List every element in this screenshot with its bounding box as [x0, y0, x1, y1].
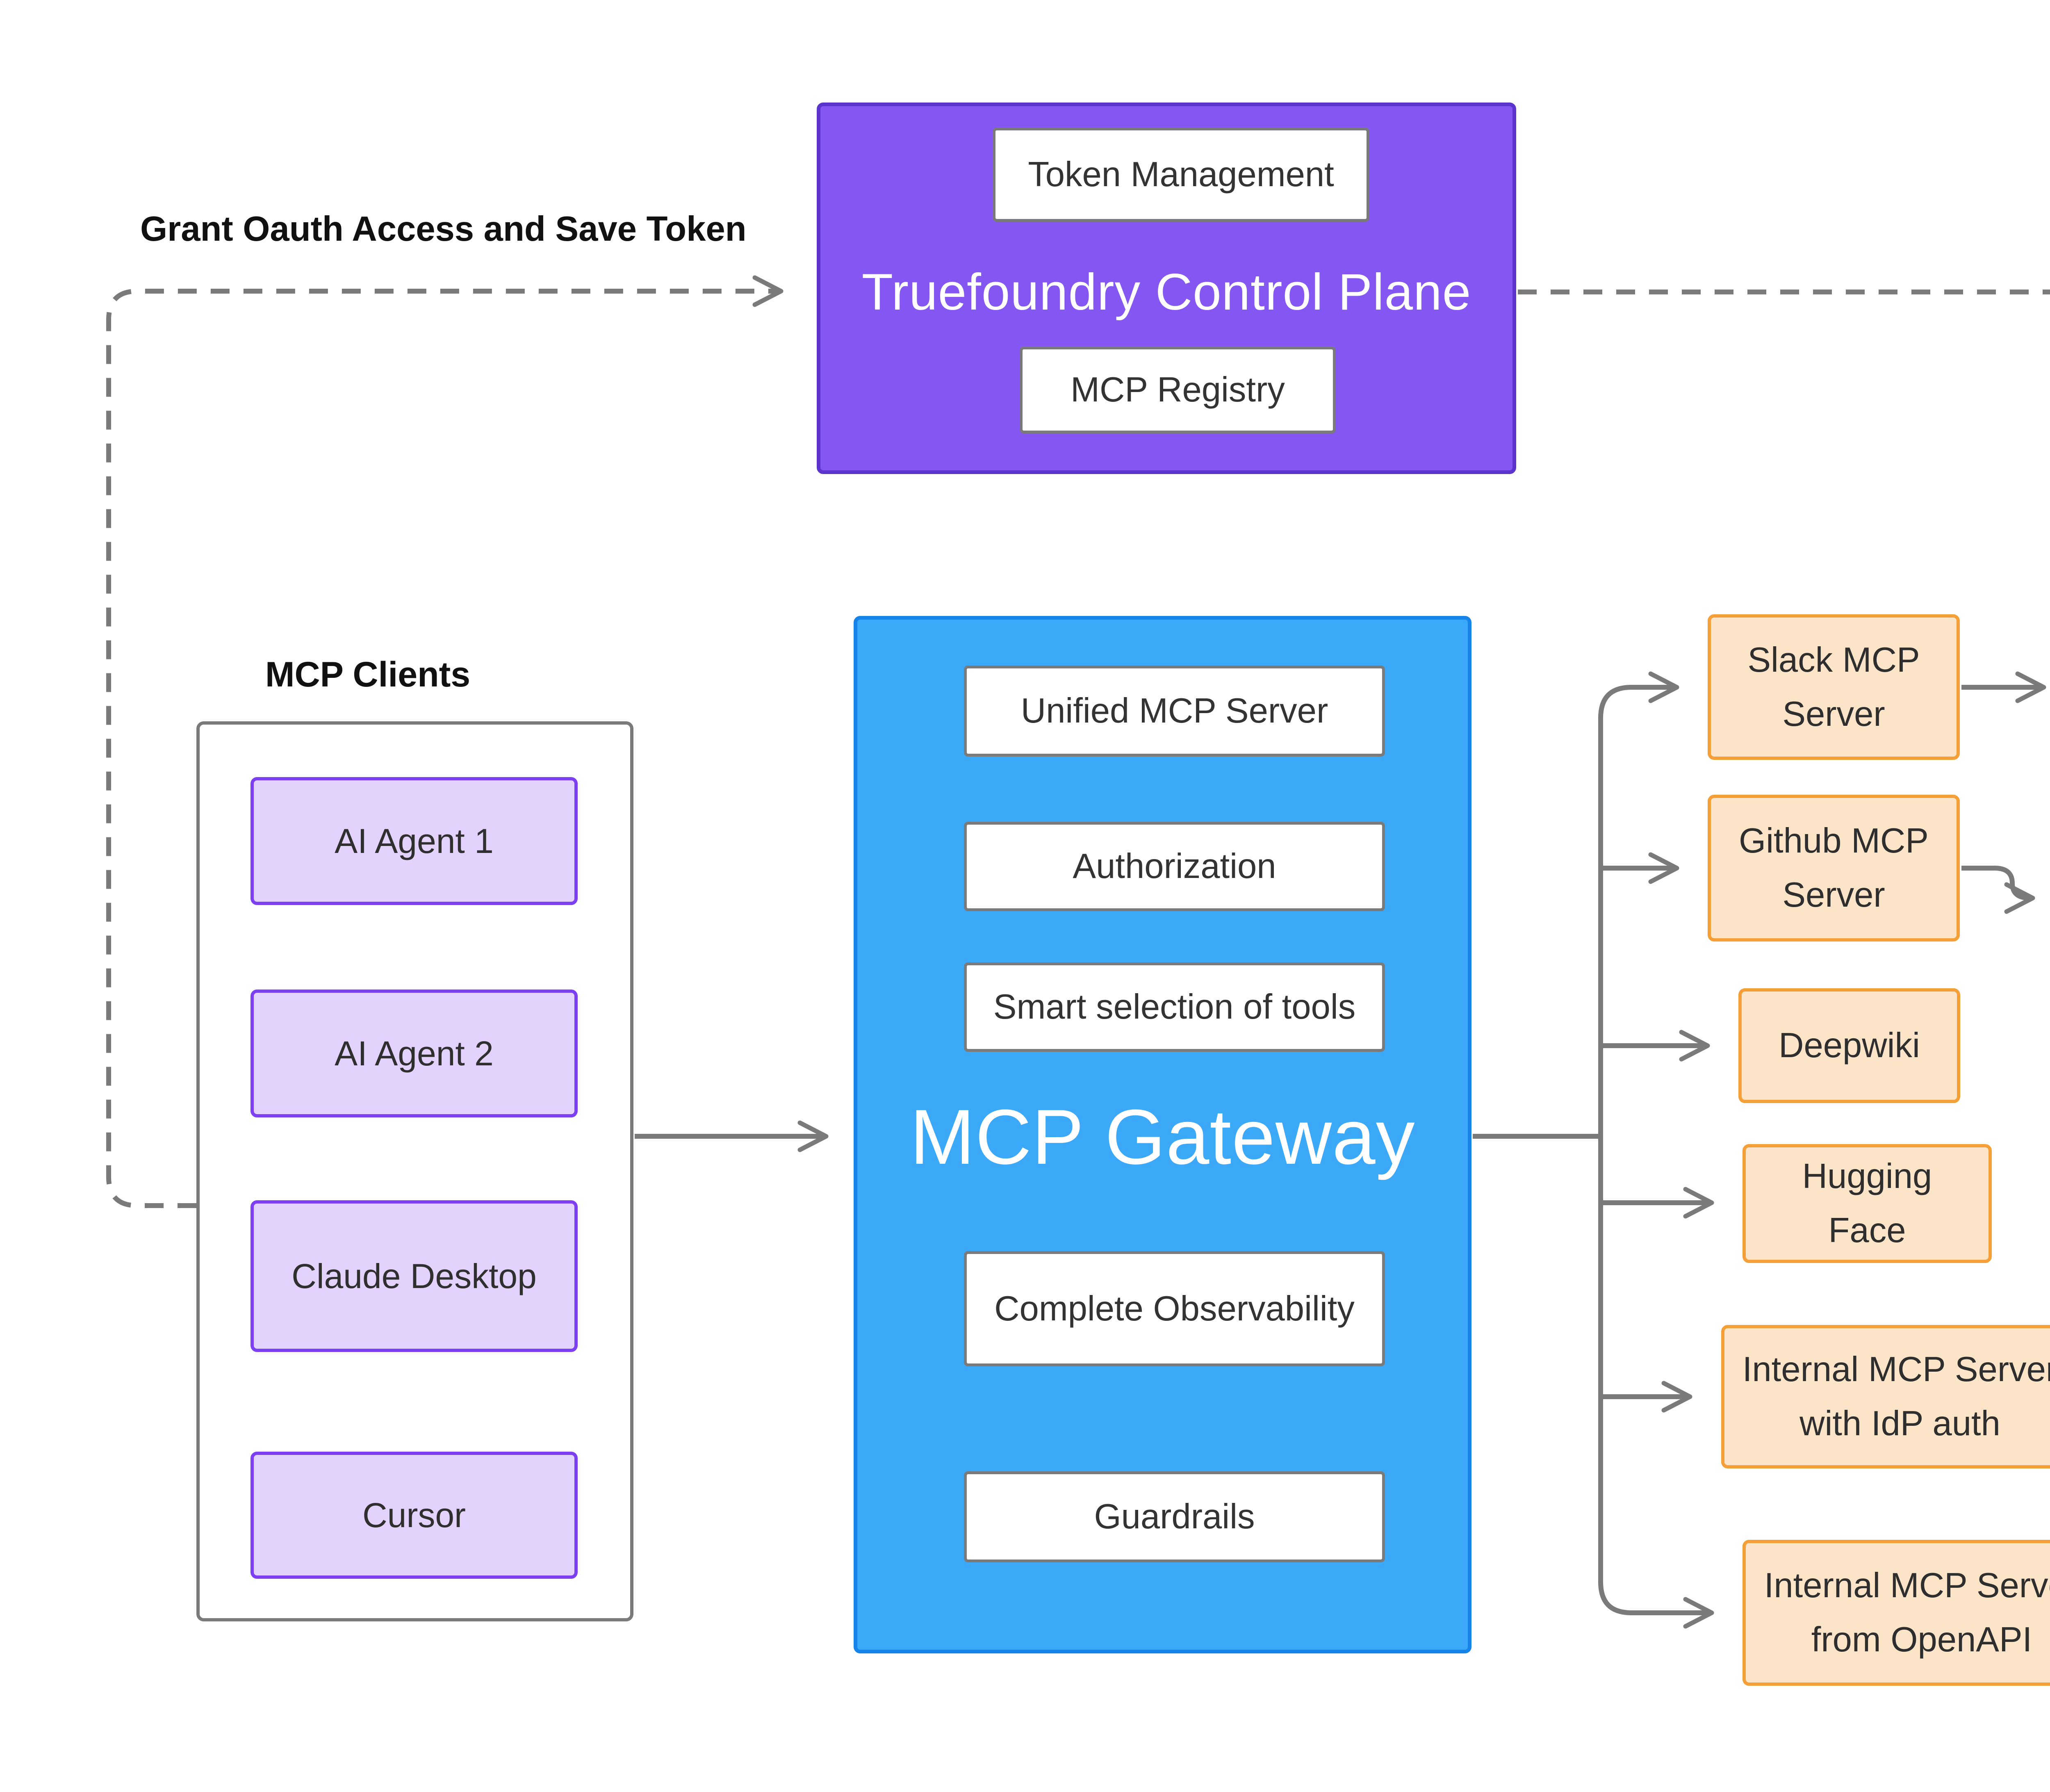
gateway-feature-smart-selection: Smart selection of tools: [964, 962, 1385, 1052]
arrow-to-slack-mcp: [1598, 671, 1679, 1136]
arrow-to-internal-openapi: [1598, 1136, 1714, 1629]
server-github-mcp: Github MCP Server: [1708, 795, 1960, 942]
feature-label: Smart selection of tools: [993, 987, 1356, 1026]
server-slack-mcp: Slack MCP Server: [1708, 614, 1960, 760]
gateway-title: MCP Gateway: [910, 1093, 1415, 1181]
server-internal-idp: Internal MCP Server with IdP auth: [1721, 1325, 2050, 1468]
client-label: AI Agent 2: [335, 1034, 494, 1073]
mcp-registry-chip: MCP Registry: [1020, 347, 1336, 433]
arrow-oauth-flow: [1518, 290, 2050, 294]
client-ai-agent-2: AI Agent 2: [251, 989, 578, 1117]
feature-label: Guardrails: [1094, 1497, 1255, 1536]
server-label: Deepwiki: [1779, 1026, 1920, 1065]
feature-label: Authorization: [1073, 847, 1276, 886]
gateway-feature-guardrails: Guardrails: [964, 1471, 1385, 1562]
server-label: Slack MCP Server: [1747, 640, 1920, 734]
token-management-chip: Token Management: [993, 128, 1369, 222]
client-cursor: Cursor: [251, 1452, 578, 1579]
mcp-clients-heading: MCP Clients: [265, 654, 471, 694]
gateway-feature-observability: Complete Observability: [964, 1251, 1385, 1366]
server-label: Internal MCP Server from OpenAPI: [1764, 1566, 2050, 1659]
server-label: Github MCP Server: [1739, 821, 1929, 914]
gateway-feature-authorization: Authorization: [964, 822, 1385, 911]
arrow-grant-oauth: [106, 275, 784, 1208]
client-label: Claude Desktop: [292, 1256, 537, 1295]
control-plane-title: Truefoundry Control Plane: [861, 264, 1471, 321]
server-deepwiki: Deepwiki: [1738, 988, 1960, 1103]
arrow-githubmcp-github: [1961, 866, 2035, 914]
client-ai-agent-1: AI Agent 1: [251, 777, 578, 905]
client-claude-desktop: Claude Desktop: [251, 1200, 578, 1352]
grant-oauth-label: Grant Oauth Access and Save Token: [140, 210, 747, 249]
server-internal-openapi: Internal MCP Server from OpenAPI: [1742, 1540, 2050, 1686]
server-label: Hugging Face: [1802, 1157, 1932, 1250]
client-label: Cursor: [362, 1496, 466, 1534]
gateway-feature-unified: Unified MCP Server: [964, 666, 1385, 757]
server-huggingface: Hugging Face: [1742, 1144, 1992, 1263]
client-label: AI Agent 1: [335, 821, 494, 860]
feature-label: Complete Observability: [994, 1289, 1355, 1328]
token-management-label: Token Management: [1028, 155, 1334, 194]
feature-label: Unified MCP Server: [1020, 691, 1328, 730]
mcp-registry-label: MCP Registry: [1071, 370, 1285, 409]
server-label: Internal MCP Server with IdP auth: [1742, 1350, 2050, 1443]
